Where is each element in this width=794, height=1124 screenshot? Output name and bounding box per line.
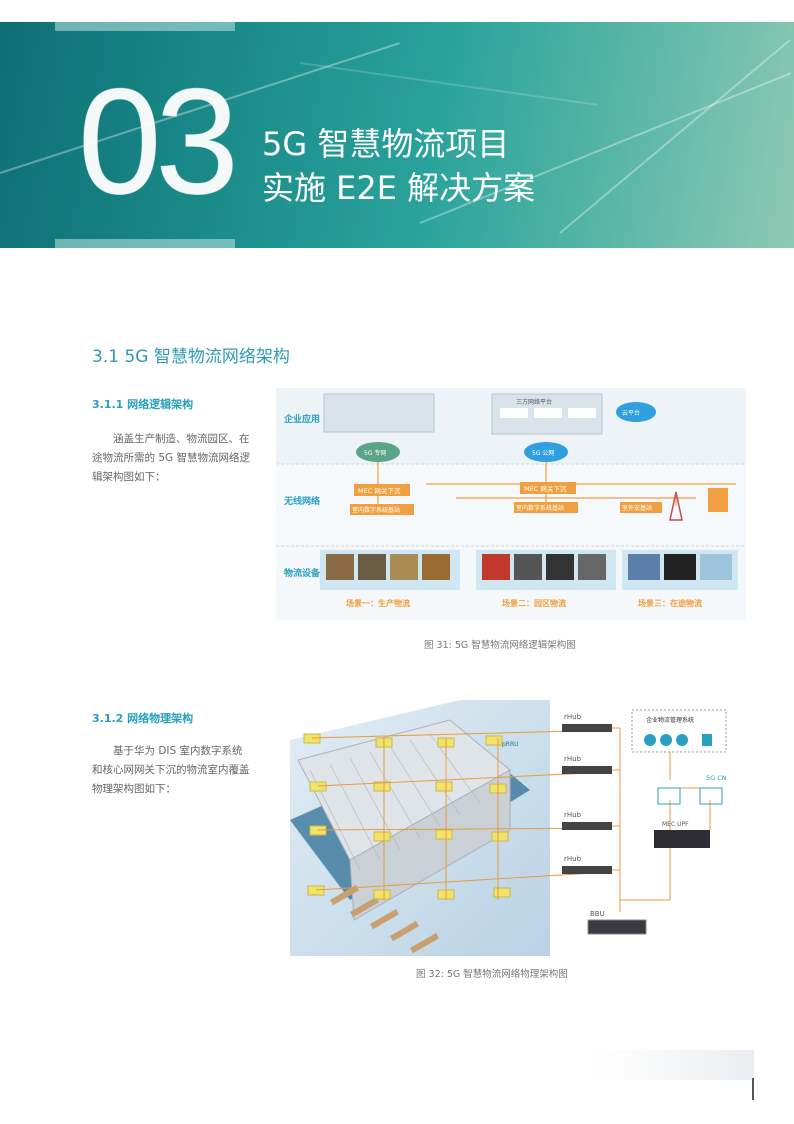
- chapter-title-line2: 实施 E2E 解决方案: [262, 169, 536, 207]
- prru-unit: [373, 889, 391, 900]
- rhub-label: rHub: [564, 855, 582, 863]
- base-station-box: [620, 502, 662, 513]
- prru-unit: [485, 735, 503, 746]
- svg-text:MEC 网关下沉: MEC 网关下沉: [524, 484, 567, 493]
- prru-unit: [373, 831, 391, 842]
- prru-unit: [309, 825, 327, 836]
- tower-icon: [669, 491, 683, 521]
- chapter-title: 5G 智慧物流项目 实施 E2E 解决方案: [262, 122, 535, 210]
- prru-unit: [303, 733, 321, 744]
- prru-unit: [373, 781, 391, 792]
- mec-box: [354, 484, 410, 496]
- row-label-wireless: 无线网络: [283, 495, 320, 507]
- scene-label-2: 场景二：园区物流: [502, 598, 566, 608]
- svg-text:MEC 网关下沉: MEC 网关下沉: [358, 486, 401, 495]
- light-streak: [299, 62, 598, 106]
- rhub-device: [562, 766, 612, 774]
- row-label-enterprise: 企业应用: [283, 413, 320, 425]
- cloud-icon: [356, 442, 400, 462]
- cloud-icon: [616, 402, 656, 422]
- chapter-number: 03: [78, 57, 240, 225]
- light-streak: [559, 39, 791, 234]
- mec-label: MEC UPF: [662, 821, 689, 828]
- third-party-label: 三方网络平台: [516, 398, 552, 406]
- prru-label: pRRU: [502, 741, 519, 748]
- cn-icon: [699, 787, 723, 805]
- scene-label-3: 场景三：在途物流: [638, 598, 702, 608]
- subsection-text-physical: 基于华为 DIS 室内数字系统和核心网网关下沉的物流室内覆盖物理架构图如下：: [92, 745, 250, 795]
- enterprise-app-box: [323, 393, 435, 433]
- platform-label: 企业物流管理系统: [646, 716, 694, 724]
- prru-unit: [435, 829, 453, 840]
- cloud-icon: [524, 442, 568, 462]
- rhub-label: rHub: [564, 713, 582, 721]
- rhub-device: [562, 822, 612, 830]
- prru-unit: [493, 887, 511, 898]
- rhub-label: rHub: [564, 755, 582, 763]
- mec-box: [520, 482, 576, 494]
- storage-rack: [349, 769, 511, 921]
- svg-text:室内数字系统基站: 室内数字系统基站: [516, 504, 564, 512]
- page-marker: [752, 1078, 754, 1100]
- figure-logical-architecture: 企业应用 无线网络 物流设备 三方网络平台 云平台 5G 专网 5G 公网 ME…: [276, 388, 746, 620]
- section-title: 3.1 5G 智慧物流网络架构: [92, 347, 290, 367]
- mec-server: [654, 830, 710, 848]
- switch-icon: [657, 787, 681, 805]
- svg-text:室外宏基站: 室外宏基站: [622, 504, 652, 512]
- figure-caption-31: 图 31: 5G 智慧物流网络逻辑架构图: [424, 640, 576, 651]
- bbu-label: BBU: [590, 910, 605, 918]
- banner-accent-bar: [55, 239, 235, 248]
- row-label-devices: 物流设备: [284, 567, 321, 579]
- figure-physical-architecture: pRRU rHub rHub rHub rHub 企业物流管理系统 5G CN …: [290, 700, 727, 956]
- svg-text:5G 专网: 5G 专网: [364, 449, 386, 457]
- subsection-title-logical: 3.1.1 网络逻辑架构: [92, 398, 194, 411]
- prru-unit: [435, 781, 453, 792]
- svg-text:5G 公网: 5G 公网: [532, 450, 554, 457]
- decorative-texture: [594, 1050, 754, 1080]
- rhub-device: [562, 866, 612, 874]
- prru-unit: [309, 781, 327, 792]
- truck-icon: [708, 488, 728, 512]
- rhub-label: rHub: [564, 811, 582, 819]
- bbu-device: [587, 919, 647, 935]
- figure-caption-32: 图 32: 5G 智慧物流网络物理架构图: [416, 969, 568, 980]
- chapter-banner: [0, 22, 794, 248]
- scene-label-1: 场景一：生产物流: [346, 598, 410, 608]
- base-station-box: [514, 502, 578, 513]
- prru-unit: [307, 885, 325, 896]
- cn-label: 5G CN: [706, 774, 727, 782]
- base-station-box: [350, 504, 414, 515]
- banner-accent-bar: [55, 22, 235, 31]
- chapter-title-line1: 5G 智慧物流项目: [262, 125, 510, 163]
- subsection-title-physical: 3.1.2 网络物理架构: [92, 712, 194, 725]
- svg-text:云平台: 云平台: [622, 409, 640, 417]
- prru-unit: [491, 831, 509, 842]
- subsection-text-logical: 涵盖生产制造、物流园区、在途物流所需的 5G 智慧物流网络逻辑架构图如下：: [92, 433, 250, 483]
- svg-text:室内数字系统基站: 室内数字系统基站: [352, 506, 400, 514]
- rhub-device: [562, 724, 612, 732]
